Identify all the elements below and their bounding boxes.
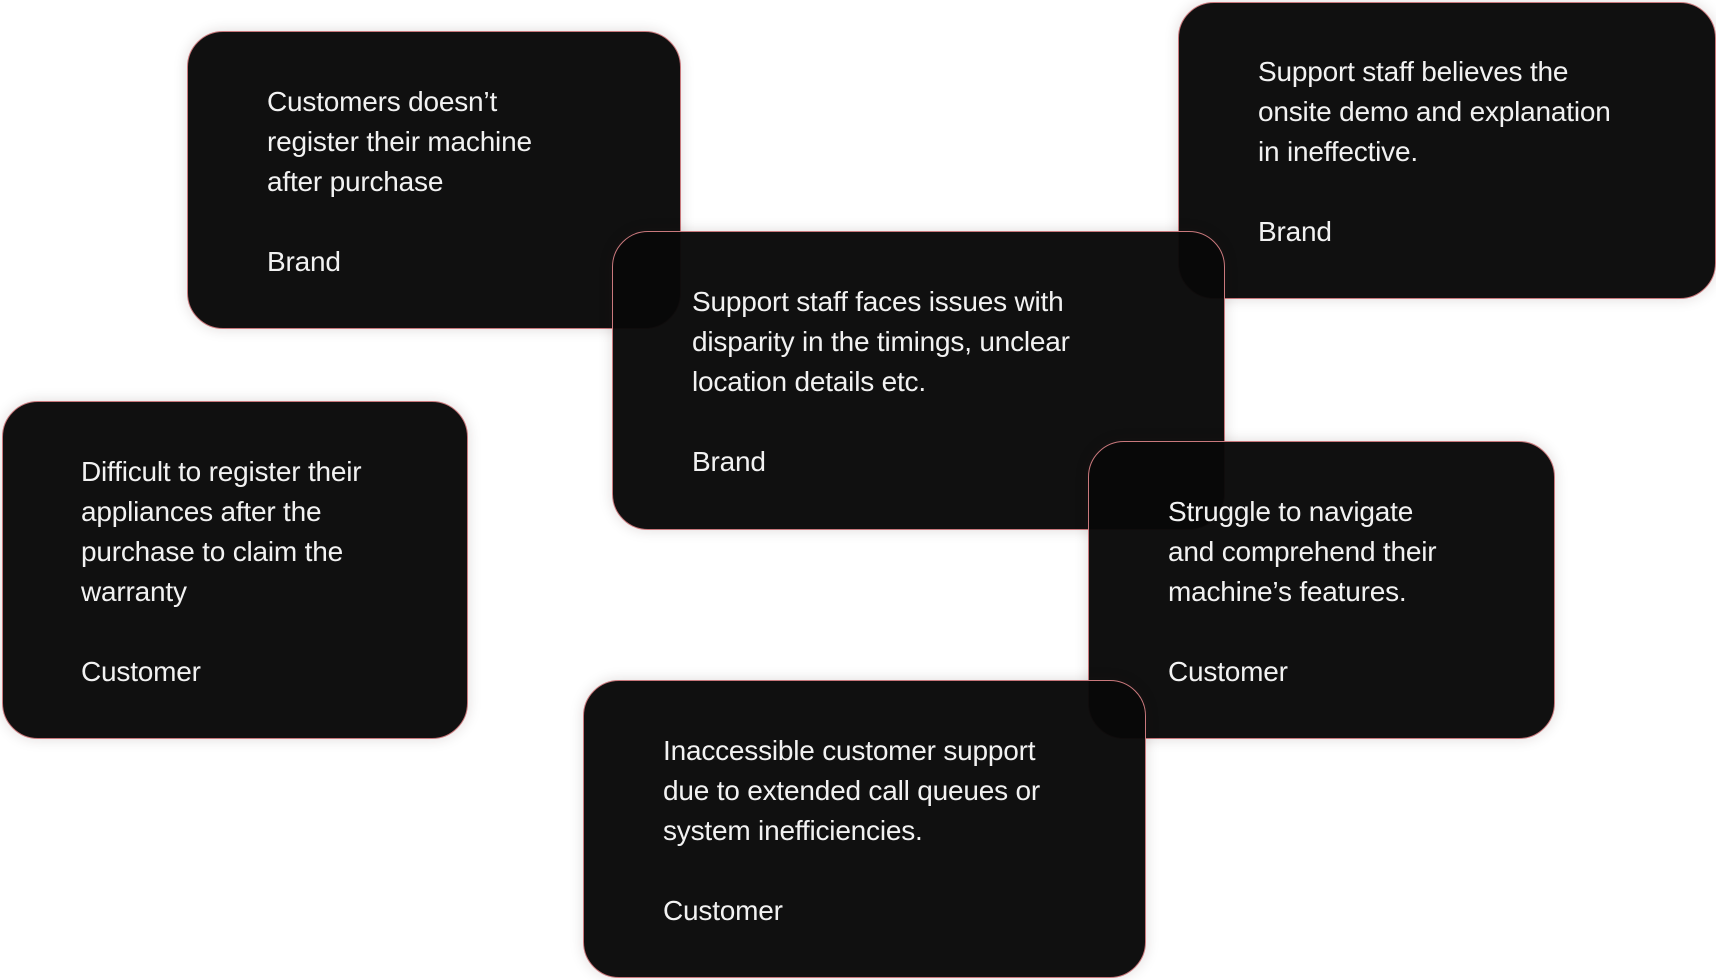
card-category-label: Customer [81, 656, 201, 687]
card-statement: Support staff believes the onsite demo a… [1258, 56, 1611, 167]
card-category-label: Brand [1258, 216, 1332, 247]
card-statement: Customers doesn’t register their machine… [267, 86, 532, 197]
pain-point-card: Support staff faces issues with disparit… [612, 231, 1225, 530]
pain-point-card: Difficult to register their appliances a… [2, 401, 468, 739]
card-category-label: Customer [663, 895, 783, 926]
card-statement: Difficult to register their appliances a… [81, 456, 362, 607]
card-category-label: Brand [267, 246, 341, 277]
card-statement: Support staff faces issues with disparit… [692, 286, 1070, 397]
pain-point-card: Support staff believes the onsite demo a… [1178, 2, 1716, 299]
card-category-label: Customer [1168, 656, 1288, 687]
card-category-label: Brand [692, 446, 766, 477]
card-statement: Inaccessible customer support due to ext… [663, 735, 1040, 846]
pain-point-card: Inaccessible customer support due to ext… [583, 680, 1146, 978]
pain-point-card: Struggle to navigate and comprehend thei… [1088, 441, 1555, 739]
card-statement: Struggle to navigate and comprehend thei… [1168, 496, 1437, 607]
pain-point-card: Customers doesn’t register their machine… [187, 31, 681, 329]
